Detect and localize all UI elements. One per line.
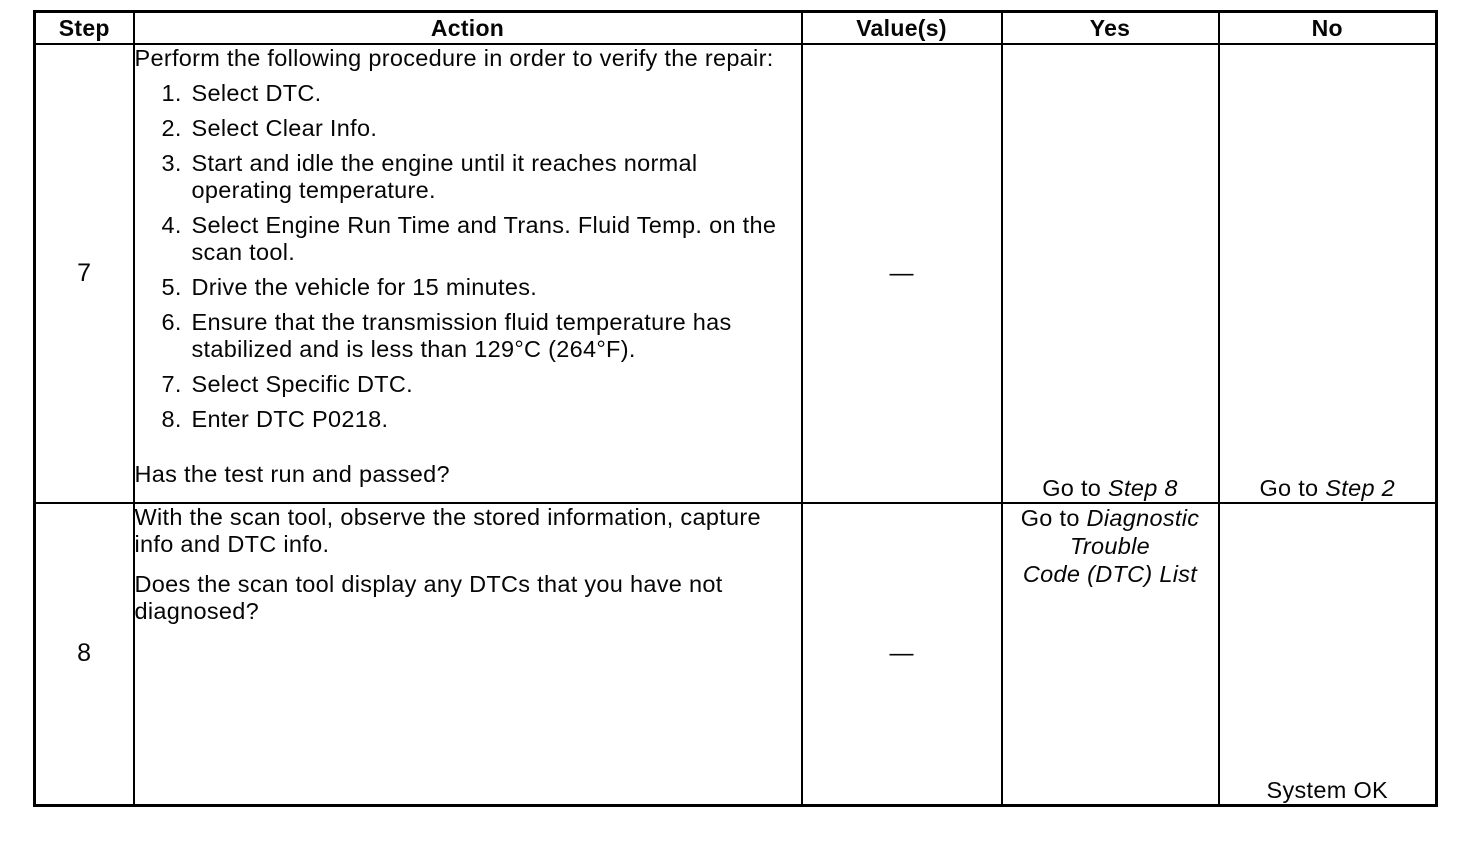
action-cell: With the scan tool, observe the stored i… xyxy=(132,502,803,806)
action-list-item: 4. Select Engine Run Time and Trans. Flu… xyxy=(162,212,780,266)
list-item-text: Select Engine Run Time and Trans. Fluid … xyxy=(191,212,777,265)
system-ok-text: System OK xyxy=(1266,776,1389,803)
column-header-yes: Yes xyxy=(1000,10,1220,45)
goto-target: Trouble xyxy=(1069,533,1151,559)
list-item-text: Drive the vehicle for 15 minutes. xyxy=(191,274,538,300)
goto-line: Go to Diagnostic xyxy=(1004,505,1217,532)
header-row: Step Action Value(s) Yes No xyxy=(33,10,1438,45)
list-item-number: 4. xyxy=(161,212,182,238)
goto-target: Step 2 xyxy=(1325,475,1396,501)
goto-text: Go to xyxy=(1042,475,1102,501)
action-question: Has the test run and passed? xyxy=(134,461,450,487)
list-item-number: 7. xyxy=(161,371,182,397)
action-list-item: 3. Start and idle the engine until it re… xyxy=(162,150,780,204)
values-dash: — xyxy=(800,502,1003,806)
table-row-step-8: 8 With the scan tool, observe the stored… xyxy=(33,502,1438,806)
list-item-number: 6. xyxy=(161,309,182,335)
action-list-item: 5. Drive the vehicle for 15 minutes. xyxy=(162,274,780,301)
goto-text: Go to xyxy=(1259,475,1319,501)
diagnostic-table: Step Action Value(s) Yes No 7 Perform th… xyxy=(33,10,1438,807)
action-list-item: 6. Ensure that the transmission fluid te… xyxy=(162,309,780,363)
table-row-step-7: 7 Perform the following procedure in ord… xyxy=(33,43,1438,504)
column-header-action: Action xyxy=(132,10,803,45)
action-content: Perform the following procedure in order… xyxy=(134,45,800,488)
goto-line: Code (DTC) List xyxy=(1004,560,1217,588)
no-cell: Go to Step 2 xyxy=(1217,43,1438,504)
list-item-text: Start and idle the engine until it reach… xyxy=(191,150,698,203)
yes-cell: Go to Step 8 xyxy=(1000,43,1220,504)
column-header-no: No xyxy=(1217,10,1438,45)
goto-target: Step 8 xyxy=(1108,475,1178,501)
goto-target: Code (DTC) List xyxy=(1022,561,1198,587)
column-header-values: Value(s) xyxy=(800,10,1003,45)
values-dash: — xyxy=(800,43,1003,504)
column-header-step: Step xyxy=(33,10,135,45)
yes-cell: Go to Diagnostic Trouble Code (DTC) List xyxy=(1000,502,1220,806)
list-item-text: Select Specific DTC. xyxy=(191,371,413,397)
action-list-item: 2. Select Clear Info. xyxy=(162,115,780,142)
list-item-text: Select Clear Info. xyxy=(191,115,378,141)
action-list-item: 1. Select DTC. xyxy=(162,80,780,107)
list-item-text: Enter DTC P0218. xyxy=(191,406,389,432)
goto-text: Go to xyxy=(1020,505,1080,531)
list-item-number: 1. xyxy=(161,80,182,106)
action-list-item: 7. Select Specific DTC. xyxy=(162,371,780,398)
step-number: 8 xyxy=(33,502,135,806)
no-cell: System OK xyxy=(1217,502,1438,806)
list-item-number: 2. xyxy=(161,115,182,141)
action-paragraph: Does the scan tool display any DTCs that… xyxy=(134,571,723,624)
step-number: 7 xyxy=(33,43,135,504)
action-cell: Perform the following procedure in order… xyxy=(132,43,803,504)
list-item-number: 3. xyxy=(161,150,182,176)
goto-line: Trouble xyxy=(1004,532,1217,560)
goto-target: Diagnostic xyxy=(1086,505,1200,531)
list-item-number: 5. xyxy=(161,274,182,300)
action-intro: Perform the following procedure in order… xyxy=(134,45,774,71)
list-item-text: Select DTC. xyxy=(191,80,322,106)
list-item-text: Ensure that the transmission fluid tempe… xyxy=(191,309,732,362)
action-list-item: 8. Enter DTC P0218. xyxy=(162,406,780,433)
list-item-number: 8. xyxy=(161,406,182,432)
action-paragraph: With the scan tool, observe the stored i… xyxy=(134,504,761,557)
